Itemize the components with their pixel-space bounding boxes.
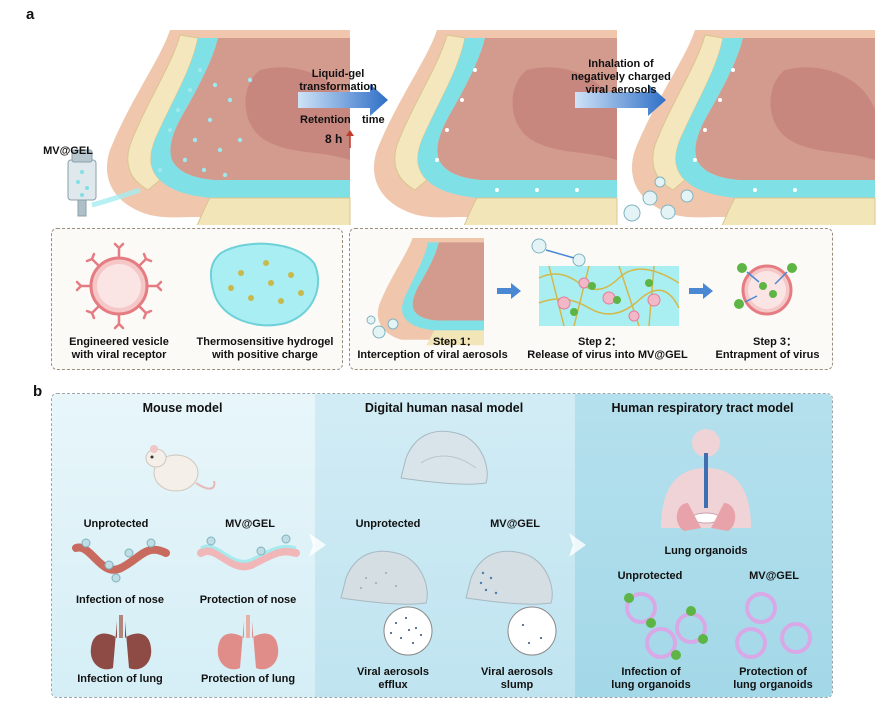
human-respiratory-model-icon	[661, 429, 751, 531]
nasal-mvgel-label: MV@GEL	[490, 518, 540, 530]
protection-of-lung-label: Protection of lung	[200, 673, 296, 685]
mouse-icon	[145, 445, 216, 492]
efflux-label-line1: Viral aerosols	[357, 666, 429, 678]
efflux-particle-zoom	[383, 606, 433, 656]
organoid-protection-line1: Protection of	[739, 666, 807, 678]
organoid-protection-line2: lung organoids	[733, 679, 813, 691]
nose-illustration-1	[106, 29, 351, 225]
infection-of-nose-label: Infection of nose	[76, 594, 164, 606]
mouse-mvgel-label: MV@GEL	[225, 518, 275, 530]
hours-label: 8 h	[325, 132, 343, 146]
step3-title: Step 3：	[752, 336, 797, 348]
arrow2-line1: Inhalation of	[588, 58, 654, 70]
infected-organoids-icon	[624, 592, 708, 660]
protected-organoids-icon	[735, 592, 812, 659]
viral-aerosol-particles	[623, 176, 694, 222]
spray-bottle-icon	[67, 149, 141, 217]
step1-text: Interception of viral aerosols	[357, 349, 508, 361]
engineered-vesicle-icon	[75, 242, 163, 330]
thermosensitive-hydrogel-icon	[209, 242, 320, 327]
slump-label-line2: slump	[500, 679, 534, 691]
nasal-mvgel-model-icon	[465, 550, 553, 605]
retention-label: Retention	[300, 114, 351, 126]
hydrogel-label-line1: Thermosensitive hydrogel	[196, 336, 334, 348]
arrow1-line1: Liquid-gel	[311, 68, 365, 80]
protection-of-nose-label: Protection of nose	[199, 594, 297, 606]
panel-b-illustrations	[72, 429, 812, 670]
transition-arrow-1	[298, 84, 388, 116]
lung-organoids-label: Lung organoids	[664, 545, 748, 557]
nasal-model-title: Digital human nasal model	[364, 401, 524, 415]
nasal-unprotected-label: Unprotected	[355, 518, 421, 530]
nose-illustration-3	[631, 29, 876, 225]
step2-gel-network-icon	[531, 238, 680, 327]
arrow2-line3: viral aerosols	[585, 84, 657, 96]
hydrogel-label-line2: with positive charge	[212, 349, 318, 361]
organoid-infection-line1: Infection of	[621, 666, 681, 678]
step1-nose-icon	[377, 238, 484, 346]
step2-title: Step 2：	[577, 336, 622, 348]
step3-entrapment-icon	[734, 263, 797, 316]
mechanism-steps-illustration	[366, 238, 797, 346]
mouse-unprotected-label: Unprotected	[83, 518, 149, 530]
step1-title: Step 1：	[432, 336, 477, 348]
mouse-model-title: Mouse model	[142, 401, 223, 415]
efflux-label-line2: efflux	[378, 679, 408, 691]
infection-of-lung-label: Infection of lung	[77, 673, 163, 685]
protected-lung-icon	[217, 615, 279, 670]
vesicle-label-line1: Engineered vesicle	[69, 336, 169, 348]
panel-a-nose-sequence	[67, 29, 876, 225]
time-label: time	[362, 114, 385, 126]
vesicle-label-line2: with viral receptor	[71, 349, 167, 361]
step2-text: Release of virus into MV@GEL	[527, 349, 688, 361]
mvgel-components-illustration	[75, 242, 320, 330]
mvgel-spray-label: MV@GEL	[43, 145, 93, 157]
organoid-infection-line2: lung organoids	[611, 679, 691, 691]
resp-unprotected-label: Unprotected	[617, 570, 683, 582]
arrow2-line2: negatively charged	[571, 71, 671, 83]
transition-arrow-2	[575, 84, 666, 116]
resp-mvgel-label: MV@GEL	[749, 570, 799, 582]
nasal-unprotected-model-icon	[340, 550, 428, 605]
digital-nasal-model-icon	[400, 430, 488, 485]
infected-lung-icon	[90, 615, 152, 670]
nose-illustration-2	[373, 29, 618, 225]
slump-label-line1: Viral aerosols	[481, 666, 553, 678]
protected-nose-tissue-icon	[197, 534, 300, 571]
panel-a-letter: a	[26, 6, 35, 23]
step3-text: Entrapment of virus	[715, 349, 820, 361]
respiratory-model-title: Human respiratory tract model	[611, 401, 794, 415]
arrow1-line2: transformation	[299, 81, 377, 93]
panel-b-letter: b	[33, 383, 43, 400]
slump-particle-zoom	[507, 606, 557, 656]
infected-nose-tissue-icon	[72, 538, 170, 583]
